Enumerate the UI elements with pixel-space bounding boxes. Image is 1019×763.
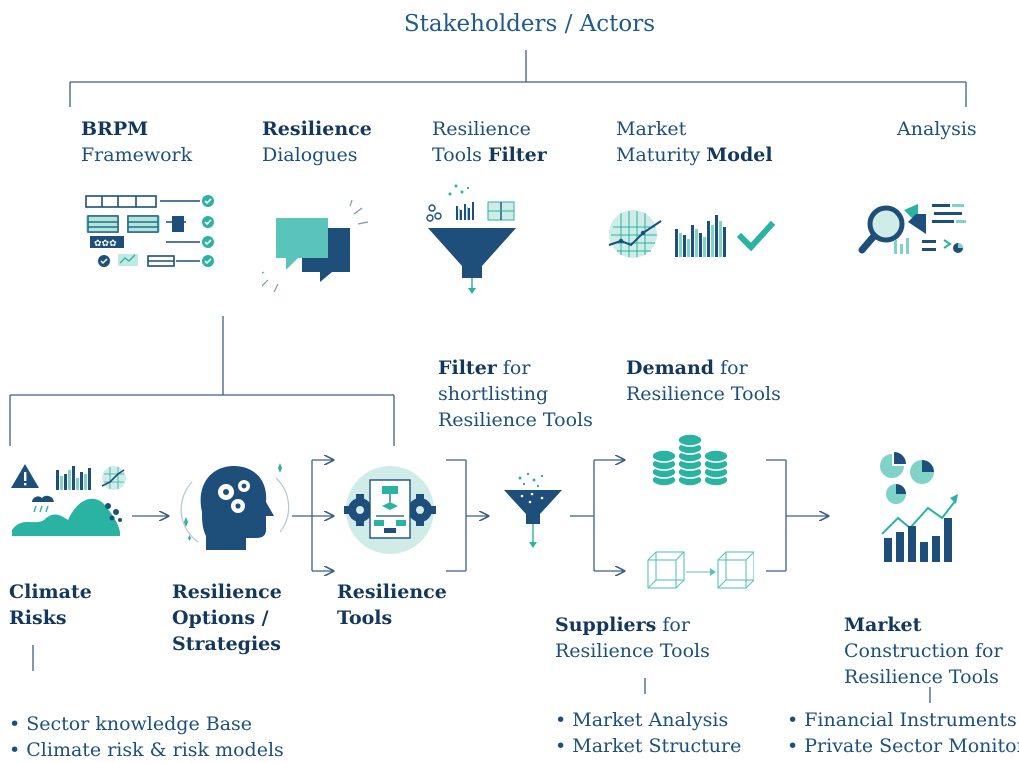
tool-label-bold: Filter bbox=[487, 144, 547, 166]
maturity-chart-check-icon bbox=[608, 210, 776, 258]
flow-label-tools: Resilience Tools bbox=[337, 579, 447, 631]
tool-label-line2: Tools bbox=[432, 144, 488, 166]
list-item: • Market Structure bbox=[555, 735, 742, 757]
head-gears-icon bbox=[180, 463, 290, 550]
flow-label-line2: Risks bbox=[9, 607, 67, 629]
tool-label-analysis: Analysis bbox=[897, 116, 977, 142]
flow-label-bold: Suppliers bbox=[555, 614, 657, 636]
flow-label-suppliers: Suppliers for Resilience Tools bbox=[555, 612, 710, 664]
climate-hazard-icon bbox=[11, 464, 126, 536]
page-title: Stakeholders / Actors bbox=[403, 11, 656, 37]
flow-label-bold: Filter bbox=[438, 357, 497, 379]
flow-label-line1: Climate bbox=[9, 581, 92, 603]
flow-label-line3: Strategies bbox=[172, 633, 281, 655]
tools-gears-icon bbox=[344, 466, 436, 554]
list-item: • Market Analysis bbox=[555, 709, 729, 731]
flow-label-line1: Resilience bbox=[172, 581, 282, 603]
flow-label-line2: Construction for bbox=[844, 640, 1003, 662]
tool-label-line2: Dialogues bbox=[262, 144, 358, 166]
tool-label-line1: Resilience bbox=[432, 118, 531, 140]
tool-label-bold: Model bbox=[706, 144, 773, 166]
small-funnel-icon bbox=[504, 472, 562, 548]
speech-bubbles-icon bbox=[262, 200, 369, 293]
cube-transfer-icon bbox=[647, 551, 754, 589]
flow-label-line2: shortlisting bbox=[438, 383, 549, 405]
framework-checklist-icon: ✿✿✿ bbox=[85, 195, 214, 267]
flow-label-market: Market Construction for Resilience Tools bbox=[844, 612, 1003, 690]
flow-label-rest: for bbox=[656, 614, 690, 636]
flow-label-line2: Resilience Tools bbox=[555, 640, 710, 662]
market-growth-icon bbox=[880, 452, 958, 562]
bullet-list-climate: • Sector knowledge Base • Climate risk &… bbox=[9, 711, 284, 763]
flow-label-options: Resilience Options / Strategies bbox=[172, 579, 282, 657]
tool-label-dialogues: Resilience Dialogues bbox=[262, 116, 372, 168]
tool-label-bold: Resilience bbox=[262, 118, 372, 140]
flow-label-line2: Tools bbox=[337, 607, 393, 629]
funnel-filter-icon bbox=[426, 184, 516, 294]
flow-label-line3: Resilience Tools bbox=[438, 409, 593, 431]
coin-stacks-icon bbox=[651, 433, 729, 487]
flow-label-climate-risks: Climate Risks bbox=[9, 579, 92, 631]
magnifier-analysis-icon bbox=[858, 204, 966, 254]
tool-label-line2: Maturity bbox=[616, 144, 707, 166]
flow-label-bold: Market bbox=[844, 614, 922, 636]
flow-label-line2: Options / bbox=[172, 607, 269, 629]
flow-label-bold: Demand bbox=[626, 357, 715, 379]
list-item: • Climate risk & risk models bbox=[9, 739, 284, 761]
tool-label-line1: Market bbox=[616, 118, 687, 140]
flow-label-demand: Demand for Resilience Tools bbox=[626, 355, 781, 407]
tool-label-filter: Resilience Tools Filter bbox=[432, 116, 547, 168]
flow-label-line1: Resilience bbox=[337, 581, 447, 603]
list-item: • Sector knowledge Base bbox=[9, 713, 253, 735]
tool-label-maturity: Market Maturity Model bbox=[616, 116, 773, 168]
tool-label-framework: BRPM Framework bbox=[81, 116, 192, 168]
flow-label-line3: Resilience Tools bbox=[844, 666, 999, 688]
flow-label-rest: for bbox=[714, 357, 748, 379]
tool-label-line2: Framework bbox=[81, 144, 193, 166]
bullet-list-suppliers: • Market Analysis • Market Structure bbox=[555, 707, 741, 759]
flow-label-filter: Filter for shortlisting Resilience Tools bbox=[438, 355, 593, 433]
svg-text:✿✿✿: ✿✿✿ bbox=[94, 239, 117, 249]
list-item: • Private Sector Monitor bbox=[787, 735, 1019, 757]
tool-label-bold: BRPM bbox=[81, 118, 149, 140]
flow-label-rest: for bbox=[496, 357, 531, 379]
tool-label-line1: Analysis bbox=[897, 118, 977, 140]
flow-label-line2: Resilience Tools bbox=[626, 383, 781, 405]
list-item: • Financial Instruments bbox=[787, 709, 1017, 731]
bullet-list-market: • Financial Instruments • Private Sector… bbox=[787, 707, 1019, 759]
